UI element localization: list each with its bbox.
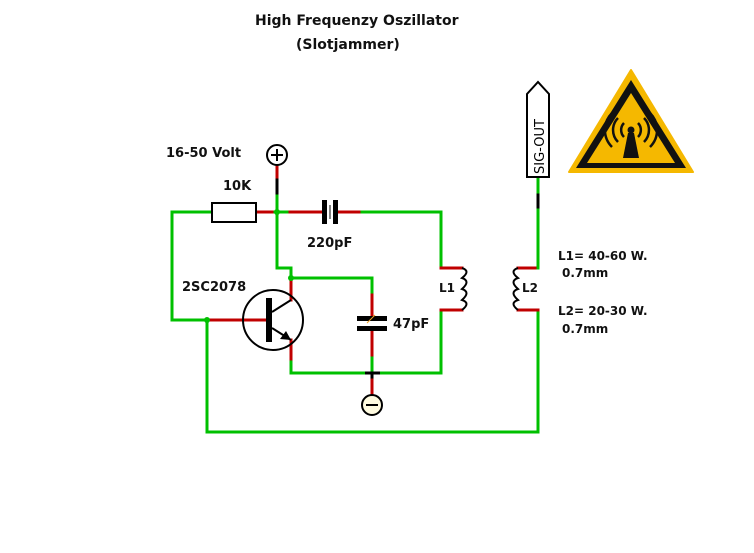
wire-top-right <box>360 210 443 270</box>
sig-out-connector: SIG-OUT <box>526 80 550 178</box>
positive-terminal-icon <box>266 144 288 166</box>
sig-out-label: SIG-OUT <box>533 119 548 174</box>
wire-output-loop <box>205 308 540 434</box>
coil-l2-label: L2 <box>522 281 538 295</box>
diagram-title: High Frequenzy Oszillator <box>255 13 459 29</box>
l2-wire-note: 0.7mm <box>562 322 609 336</box>
junction-dot <box>204 317 210 323</box>
negative-terminal-icon <box>361 394 383 416</box>
l1-wire-note: 0.7mm <box>562 266 609 280</box>
wire-top-left <box>170 210 214 322</box>
coil-l1 <box>459 267 468 311</box>
diagram-subtitle: (Slotjammer) <box>296 37 400 53</box>
transistor-label: 2SC2078 <box>182 280 247 295</box>
non-ionizing-radiation-warning-icon <box>568 69 694 173</box>
coil-l1-label: L1 <box>439 281 455 295</box>
supply-voltage-label: 16-50 Volt <box>166 146 242 161</box>
capacitor-47pf <box>357 314 387 331</box>
resistor-label: 10K <box>223 179 252 194</box>
junction-dot <box>274 209 280 215</box>
junction-dot <box>288 275 294 281</box>
coil-l2 <box>512 267 521 311</box>
l1-turns-note: L1= 40-60 W. <box>558 249 648 263</box>
capacitor-47pf-label: 47pF <box>393 317 430 332</box>
transistor-2sc2078 <box>242 289 304 351</box>
capacitor-220pf <box>322 200 338 224</box>
capacitor-220pf-label: 220pF <box>307 236 353 251</box>
l2-turns-note: L2= 20-30 W. <box>558 304 648 318</box>
resistor-10k <box>211 202 257 223</box>
wire-collector-feed <box>275 210 293 280</box>
